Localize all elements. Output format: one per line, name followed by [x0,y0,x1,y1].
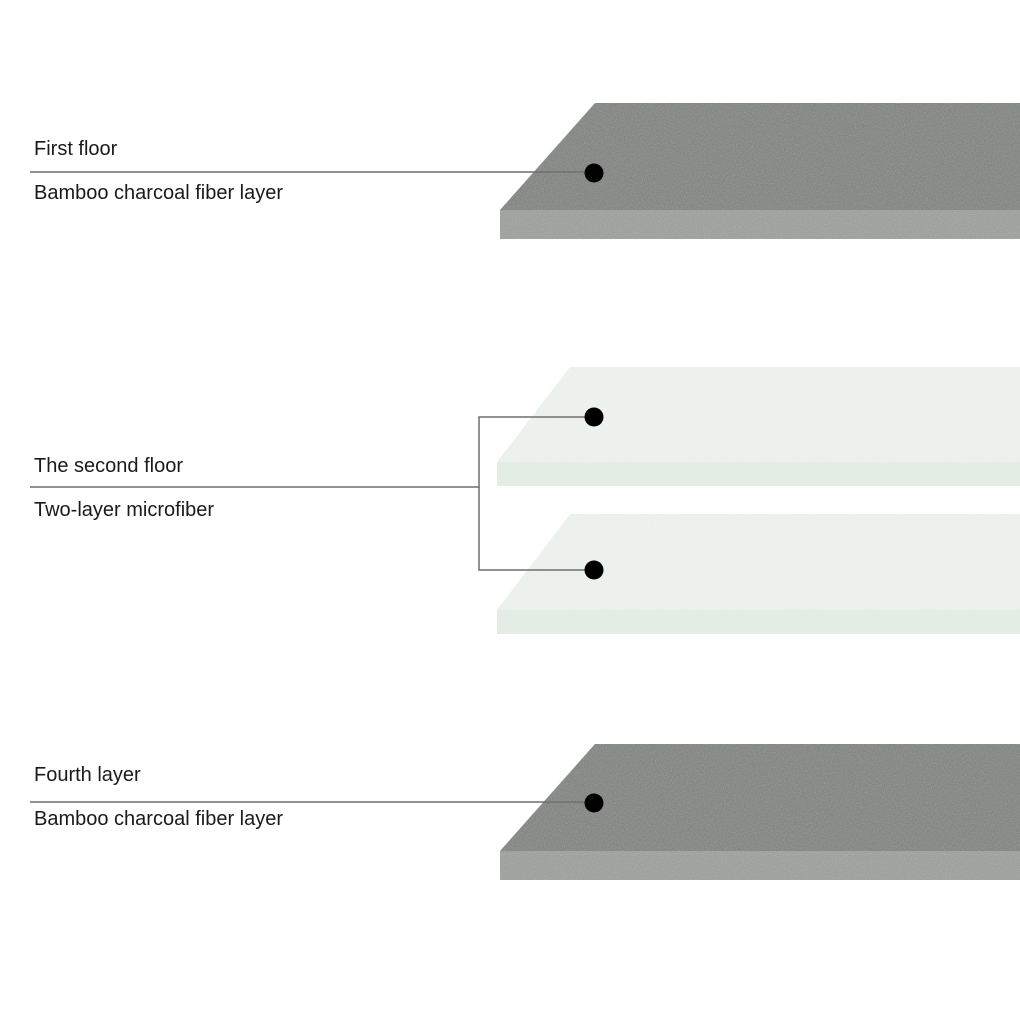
fourth-layer-title: Fourth layer [34,764,141,786]
charcoal-sheet-top [500,103,1020,239]
first-layer-material: Bamboo charcoal fiber layer [34,182,284,204]
second-layer-title: The second floor [34,455,183,477]
marker-dot-fourth [584,793,604,813]
fourth-layer-material: Bamboo charcoal fiber layer [34,808,284,830]
leader-line-second-lower [478,487,594,571]
first-layer-title: First floor [34,138,118,160]
marker-dot-second-lower [584,560,604,580]
leader-line-second-upper [30,416,594,488]
marker-dot-first [584,163,604,183]
second-layer-material: Two-layer microfiber [34,499,215,521]
charcoal-sheet-bottom [500,744,1020,880]
microfiber-sheet-lower [497,514,1020,634]
microfiber-sheet-upper [497,367,1020,486]
marker-dot-second-upper [584,407,604,427]
